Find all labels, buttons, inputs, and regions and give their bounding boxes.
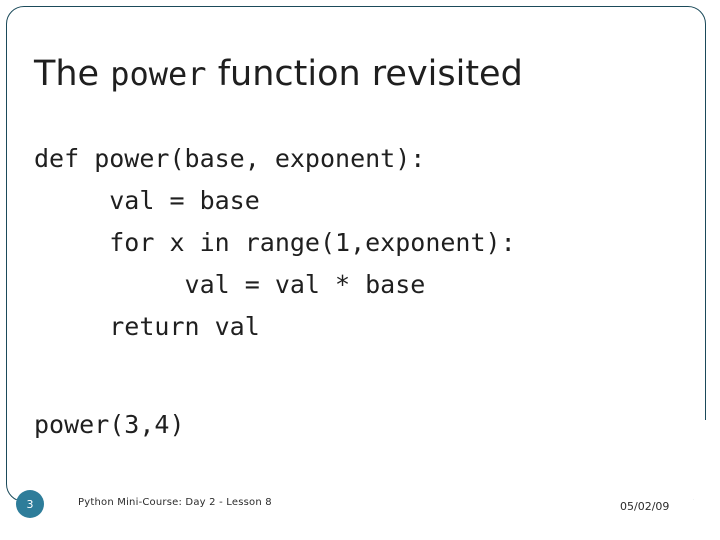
footer-course-label: Python Mini-Course: Day 2 - Lesson 8 (78, 497, 272, 508)
title-prefix: The (34, 54, 111, 94)
frame-mask-bottom (0, 500, 720, 540)
page-title: The power function revisited (34, 52, 684, 96)
title-suffix: function revisited (206, 54, 523, 94)
code-call-example: power(3,4) (34, 410, 185, 439)
title-code-word: power (110, 55, 207, 93)
code-block: def power(base, exponent): val = base fo… (34, 144, 516, 341)
page-number-badge: 3 (16, 490, 44, 518)
footer-date: 05/02/09 (620, 500, 670, 513)
